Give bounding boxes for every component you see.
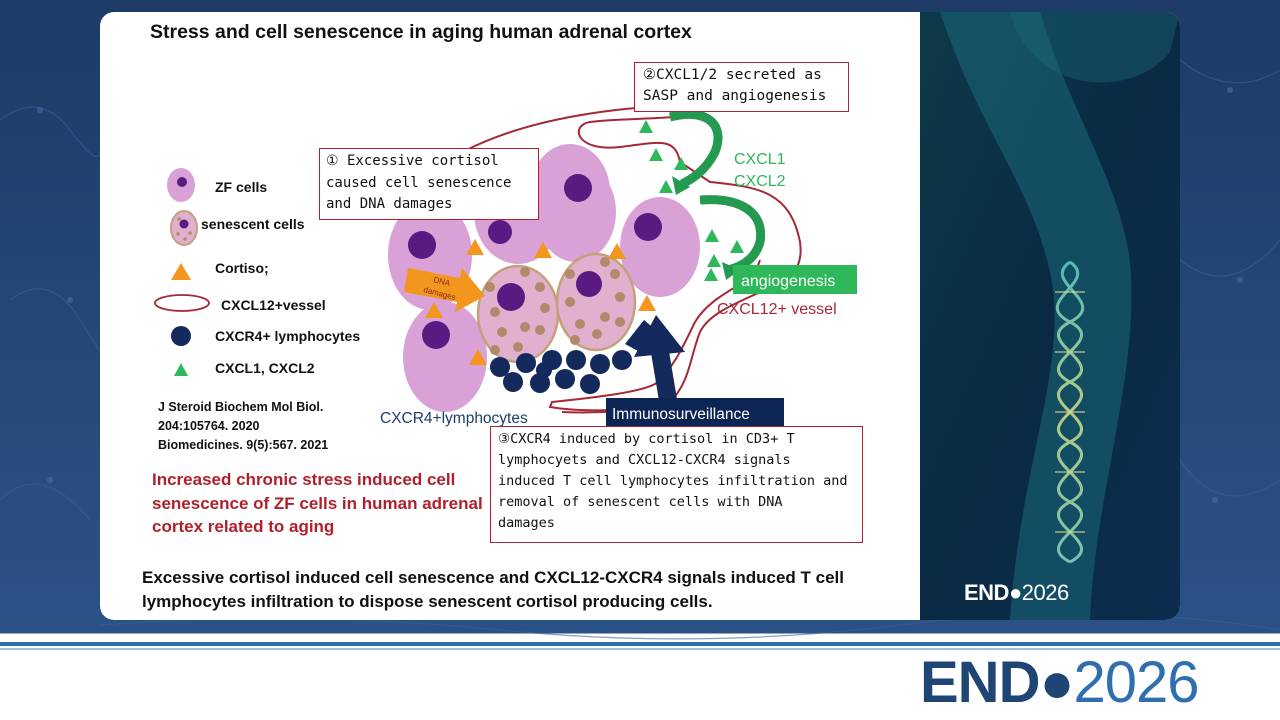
endo-big-text: END: [920, 650, 1040, 715]
box2-line-2: SASP and angiogenesis: [643, 88, 827, 104]
immunosurveillance-label: Immunosurveillance: [612, 406, 750, 423]
endo-logo-small: END●2026: [964, 580, 1069, 606]
angiogenesis-tag: [733, 265, 857, 294]
legend-cortisol-label: Cortiso;: [215, 260, 269, 276]
legend-lymphocyte-label: CXCR4+ lymphocytes: [215, 328, 361, 344]
legend-vessel-label: CXCL12+vessel: [221, 297, 326, 313]
legend-vessel-icon: [154, 294, 210, 312]
endo-globe-icon: ●: [1008, 580, 1022, 605]
dna-helix-image: [920, 12, 1180, 620]
legend-zf-label: ZF cells: [215, 179, 268, 195]
box3-line-3: induced T cell lymphocytes infiltration …: [498, 473, 848, 489]
footer-divider: [0, 642, 1280, 646]
legend-cxcl-icon: [174, 363, 188, 376]
annotation-box-3: ③CXCR4 induced by cortisol in CD3+ T lym…: [490, 426, 863, 543]
endo-globe-large-icon: ●: [1039, 650, 1074, 715]
vessel-label: CXCL12+ vessel: [717, 301, 837, 318]
legend-lymphocyte-icon: [171, 326, 191, 346]
cxcr4-lymphocytes: [490, 350, 632, 394]
legend-icons: [154, 168, 210, 376]
box2-line-1: ②CXCL1/2 secreted as: [643, 67, 822, 83]
annotation-box-2: ②CXCL1/2 secreted as SASP and angiogenes…: [634, 62, 849, 112]
box3-line-2: lymphocyets and CXCL12-CXCR4 signals: [498, 452, 791, 468]
endo-logo-large: END●2026: [920, 650, 1200, 716]
legend-senescent-label: senescent cells: [201, 216, 305, 232]
senescent-cells: [476, 252, 637, 364]
reference-line-2: 204:105764. 2020: [158, 419, 260, 433]
immunosurveillance-arrow: [625, 315, 685, 402]
box3-line-4: removal of senescent cells with DNA: [498, 494, 783, 510]
immunosurveillance-tag: [606, 398, 784, 427]
cxcl2-label: CXCL2: [734, 173, 786, 190]
slide-title: Stress and cell senescence in aging huma…: [150, 21, 692, 43]
box3-line-5: damages: [498, 515, 555, 531]
reference-line-1: J Steroid Biochem Mol Biol.: [158, 400, 324, 414]
box3-line-1: ③CXCR4 induced by cortisol in CD3+ T: [498, 431, 795, 447]
endo-small-year: 2026: [1021, 580, 1069, 605]
box1-line-3: and DNA damages: [326, 196, 453, 212]
cxcl1-label: CXCL1: [734, 151, 786, 168]
angiogenesis-label: angiogenesis: [741, 273, 835, 290]
slide-conclusion: Excessive cortisol induced cell senescen…: [142, 568, 844, 611]
legend-zf-nucleus-icon: [177, 177, 187, 187]
slide-card: Stress and cell senescence in aging huma…: [100, 12, 1180, 620]
reference-line-3: Biomedicines. 9(5):567. 2021: [158, 438, 329, 452]
legend-cxcl-label: CXCL1, CXCL2: [215, 360, 315, 376]
cxcl-triangles: [639, 120, 744, 281]
annotation-box-1: ① Excessive cortisol caused cell senesce…: [319, 148, 539, 220]
reference-citation: J Steroid Biochem Mol Biol. 204:105764. …: [158, 398, 328, 455]
endo-big-year: 2026: [1073, 650, 1200, 715]
cortisol-triangles: [425, 239, 656, 365]
dna-damage-label: DNA: [433, 275, 452, 288]
box1-line-1: ① Excessive cortisol: [326, 153, 499, 169]
stress-summary: Increased chronic stress induced cell se…: [152, 470, 483, 536]
legend-cortisol-icon: [171, 263, 191, 280]
lymphocytes-label: CXCR4+lymphocytes: [380, 410, 528, 427]
footer-divider-thin: [0, 648, 1280, 650]
box1-line-2: caused cell senescence: [326, 174, 512, 191]
dna-damage-arrow: [404, 268, 485, 312]
endo-small-text: END: [964, 580, 1009, 605]
